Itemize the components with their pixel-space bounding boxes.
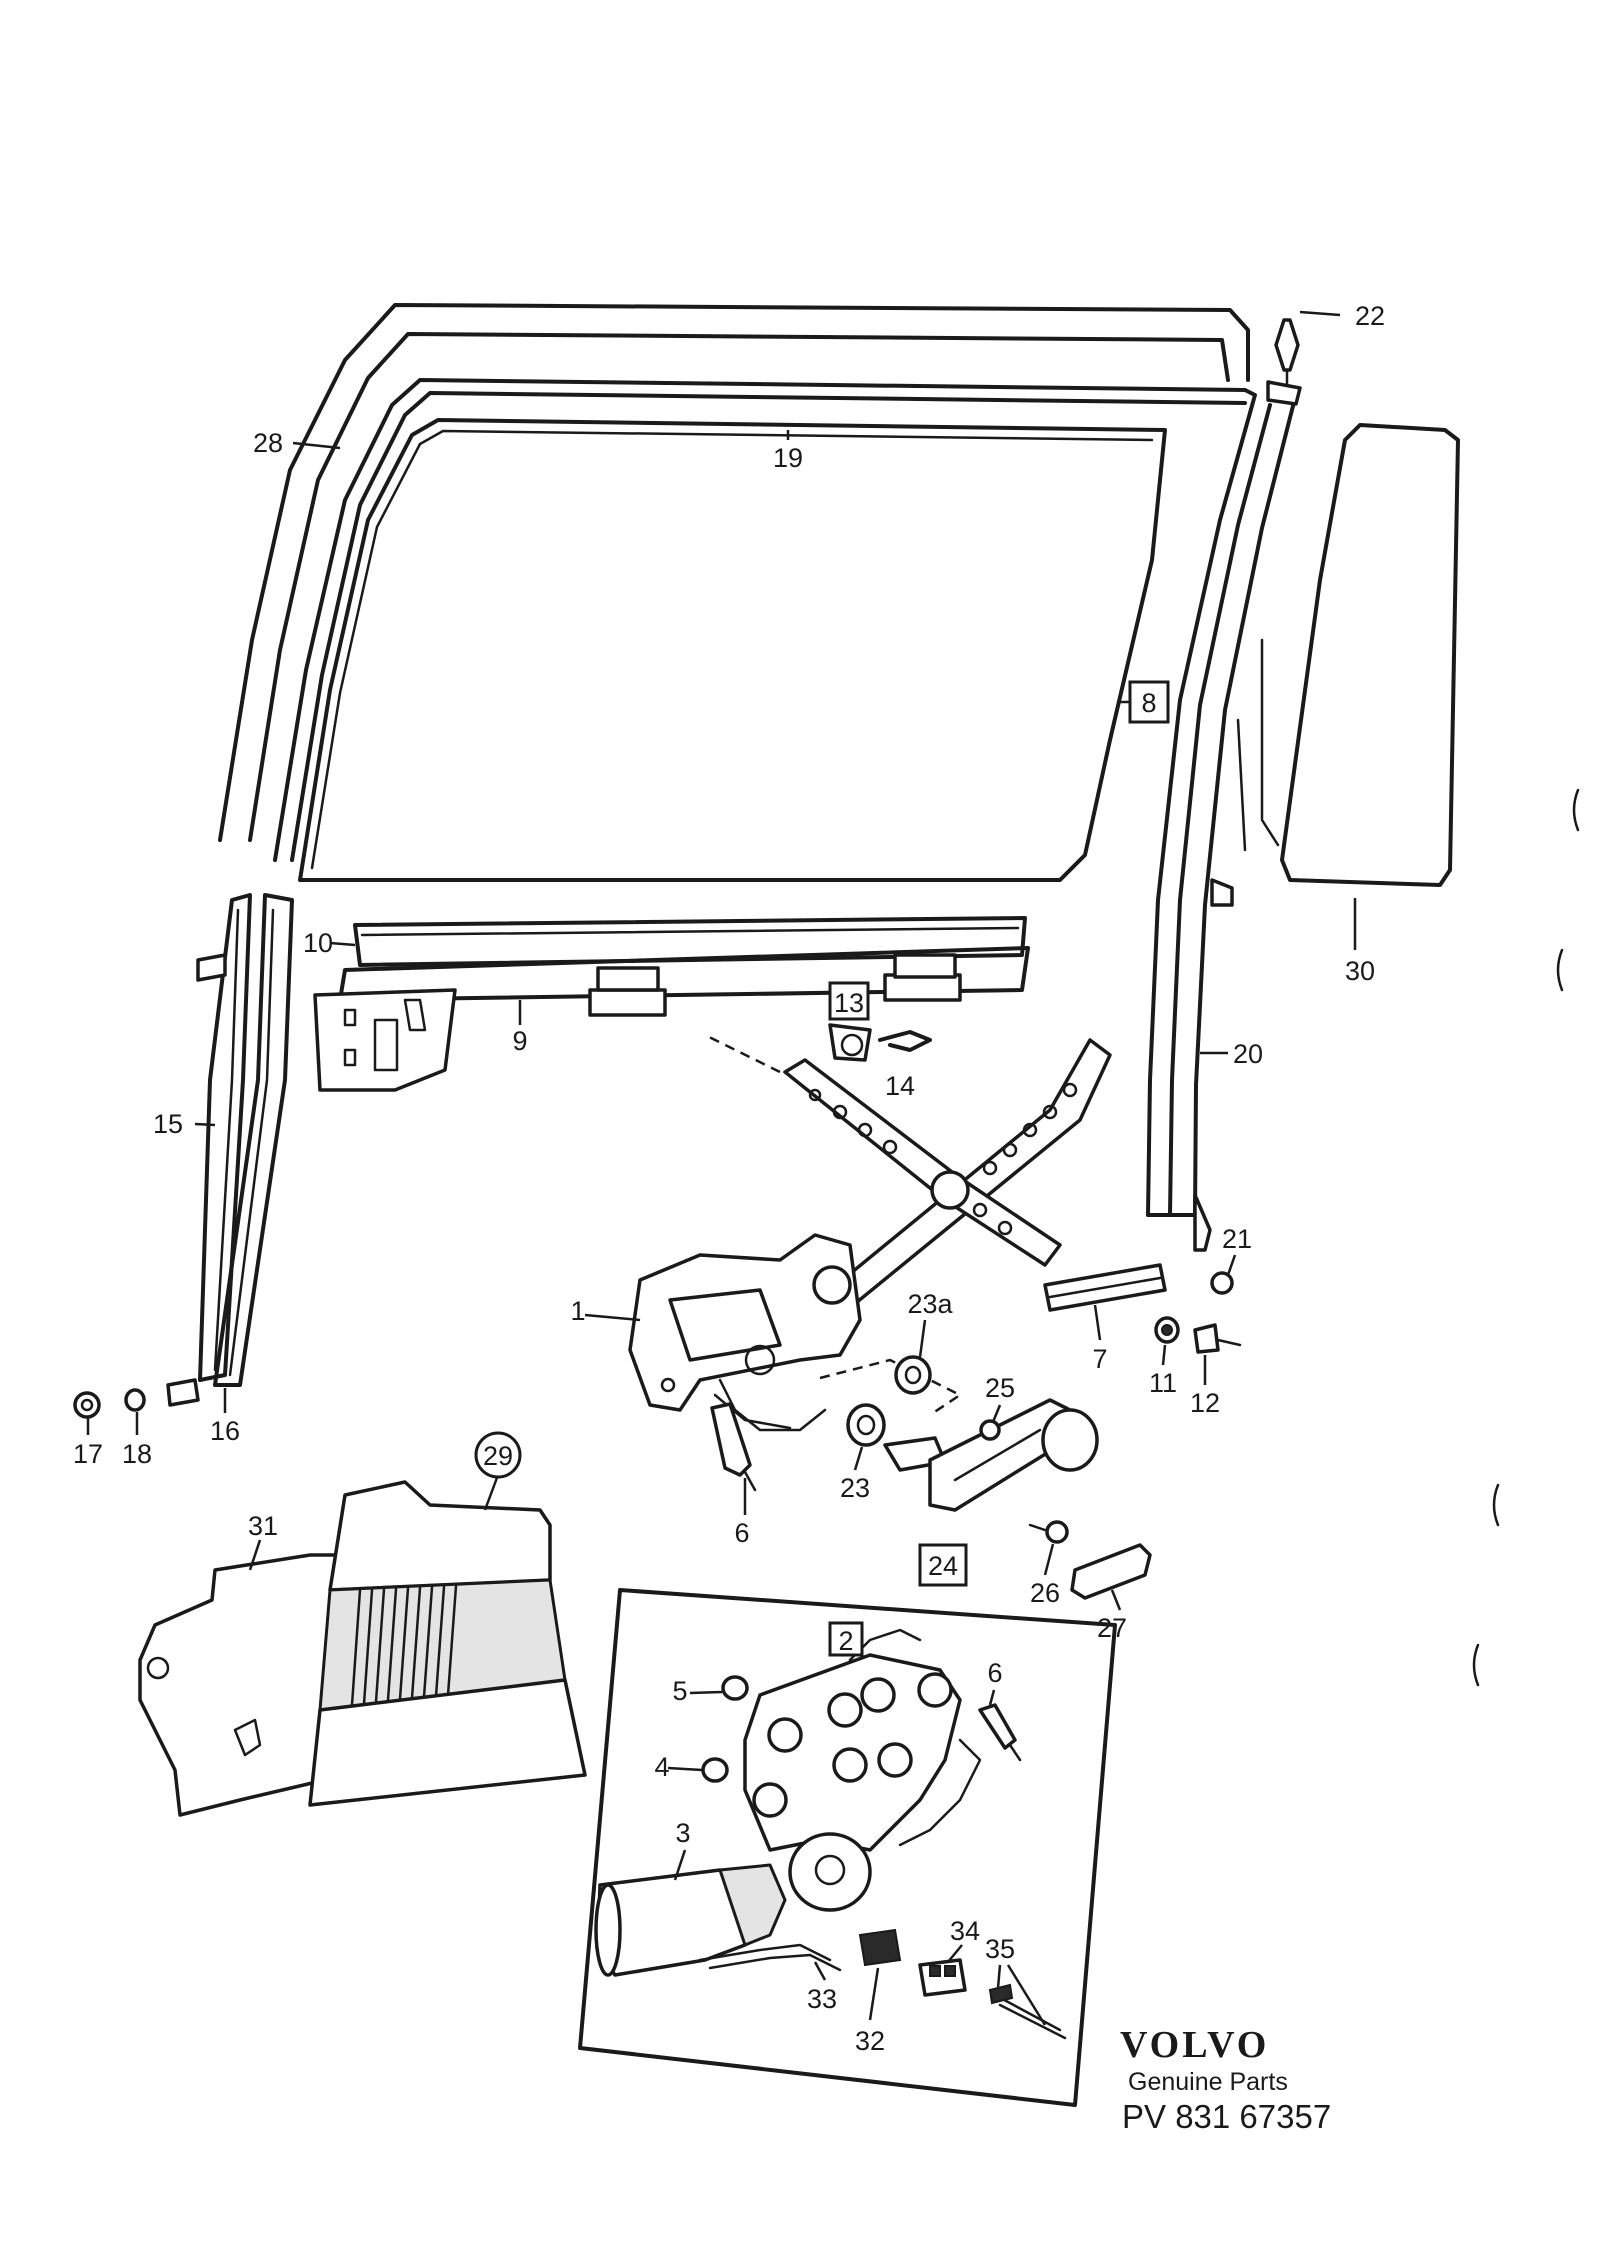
label-23a: 23a bbox=[907, 1289, 953, 1319]
part-22-rivet bbox=[1274, 318, 1300, 387]
part-2-motor-regulator bbox=[743, 1628, 982, 1912]
part-14-clip bbox=[878, 1030, 932, 1052]
label-20: 20 bbox=[1233, 1039, 1263, 1069]
part-20-rear-channel bbox=[1146, 380, 1302, 1252]
label-27: 27 bbox=[1097, 1613, 1127, 1643]
part-13-bushing bbox=[828, 1023, 872, 1062]
part-regulator-arms bbox=[704, 1033, 1112, 1322]
label-19: 19 bbox=[773, 443, 803, 473]
label-10: 10 bbox=[303, 928, 333, 958]
part-window-glass bbox=[298, 418, 1167, 882]
label-11: 11 bbox=[1149, 1368, 1177, 1398]
part-32-connector bbox=[858, 1928, 902, 1967]
label-4: 4 bbox=[654, 1752, 669, 1782]
label-33: 33 bbox=[807, 1984, 837, 2014]
label-35: 35 bbox=[985, 1934, 1015, 1964]
label-6b: 6 bbox=[987, 1658, 1002, 1688]
part-17-nut bbox=[73, 1391, 101, 1419]
label-22: 22 bbox=[1355, 301, 1385, 331]
box-2 bbox=[828, 1621, 864, 1657]
part-25-screw bbox=[979, 1419, 1001, 1441]
volvo-logo: VOLVO bbox=[1120, 2024, 1269, 2066]
part-6-pin bbox=[710, 1402, 757, 1492]
part-35-terminals bbox=[988, 1983, 1067, 2040]
part-4-screw bbox=[701, 1757, 729, 1783]
label-34: 34 bbox=[950, 1916, 980, 1946]
part-10-glass-channel bbox=[353, 916, 1027, 967]
label-26: 26 bbox=[1030, 1578, 1060, 1608]
part-7-lift-shoe bbox=[1043, 1263, 1167, 1312]
circle-29 bbox=[474, 1431, 522, 1479]
brand-subtitle: Genuine Parts bbox=[1128, 2068, 1288, 2096]
part-28-frame-moulding bbox=[218, 303, 1250, 842]
label-1: 1 bbox=[570, 1296, 585, 1326]
part-34-connector bbox=[918, 1958, 967, 1997]
part-30-quarter-glass bbox=[1236, 423, 1460, 887]
label-3: 3 bbox=[675, 1818, 690, 1848]
part-18-washer bbox=[124, 1378, 200, 1412]
label-16: 16 bbox=[210, 1416, 240, 1446]
brand-code: PV 831 67357 bbox=[1122, 2098, 1331, 2135]
part-3-motor bbox=[594, 1863, 787, 1977]
part-24-window-crank bbox=[883, 1398, 1099, 1512]
label-30: 30 bbox=[1345, 956, 1375, 986]
box-24 bbox=[918, 1543, 968, 1587]
part-12-clip bbox=[1193, 1323, 1242, 1354]
label-18: 18 bbox=[122, 1439, 152, 1469]
part-1-regulator bbox=[628, 1233, 963, 1432]
label-29: 29 bbox=[483, 1441, 513, 1471]
trim-ribbing bbox=[350, 1584, 458, 1707]
label-7: 7 bbox=[1092, 1344, 1107, 1374]
label-21: 21 bbox=[1222, 1224, 1252, 1254]
part-33-wires bbox=[698, 1943, 842, 1972]
part-5-screw bbox=[721, 1675, 749, 1701]
label-17: 17 bbox=[73, 1439, 103, 1469]
part-9-lift-rail bbox=[313, 946, 1030, 1092]
label-6: 6 bbox=[734, 1518, 749, 1548]
part-21-bolt bbox=[1210, 1271, 1234, 1295]
label-23: 23 bbox=[840, 1473, 870, 1503]
power-window-inset bbox=[578, 1588, 1117, 2107]
part-23a-bushing bbox=[894, 1355, 932, 1395]
part-16-front-channel bbox=[213, 893, 294, 1387]
part-29-door-trim bbox=[308, 1480, 587, 1807]
box-8 bbox=[1128, 680, 1170, 724]
part-6b-pin bbox=[978, 1703, 1022, 1762]
label-24: 24 bbox=[928, 1551, 958, 1581]
part-11-washer bbox=[1154, 1316, 1180, 1344]
part-labels: 1 2 3 4 5 6 6 7 8 9 10 11 12 13 14 15 16… bbox=[73, 301, 1385, 2056]
label-12: 12 bbox=[1190, 1388, 1220, 1418]
part-26-screw bbox=[1028, 1520, 1069, 1544]
part-19-glass-seal bbox=[273, 378, 1247, 862]
label-5: 5 bbox=[672, 1676, 687, 1706]
part-15-front-channel bbox=[196, 893, 252, 1382]
label-9: 9 bbox=[512, 1026, 527, 1056]
part-27-handle-cap bbox=[1070, 1543, 1152, 1600]
label-14: 14 bbox=[885, 1071, 915, 1101]
part-23-bushing bbox=[846, 1403, 886, 1447]
label-28: 28 bbox=[253, 428, 283, 458]
leader-lines bbox=[86, 310, 1357, 2026]
margin-marks bbox=[1472, 788, 1580, 1687]
label-8: 8 bbox=[1141, 688, 1156, 718]
label-13: 13 bbox=[834, 988, 864, 1018]
label-32: 32 bbox=[855, 2026, 885, 2056]
brand-block: VOLVO Genuine Parts PV 831 67357 bbox=[1120, 2024, 1331, 2135]
label-2: 2 bbox=[838, 1626, 853, 1656]
label-31: 31 bbox=[248, 1511, 278, 1541]
box-13 bbox=[828, 981, 870, 1021]
label-25: 25 bbox=[985, 1373, 1015, 1403]
label-15: 15 bbox=[153, 1109, 183, 1139]
